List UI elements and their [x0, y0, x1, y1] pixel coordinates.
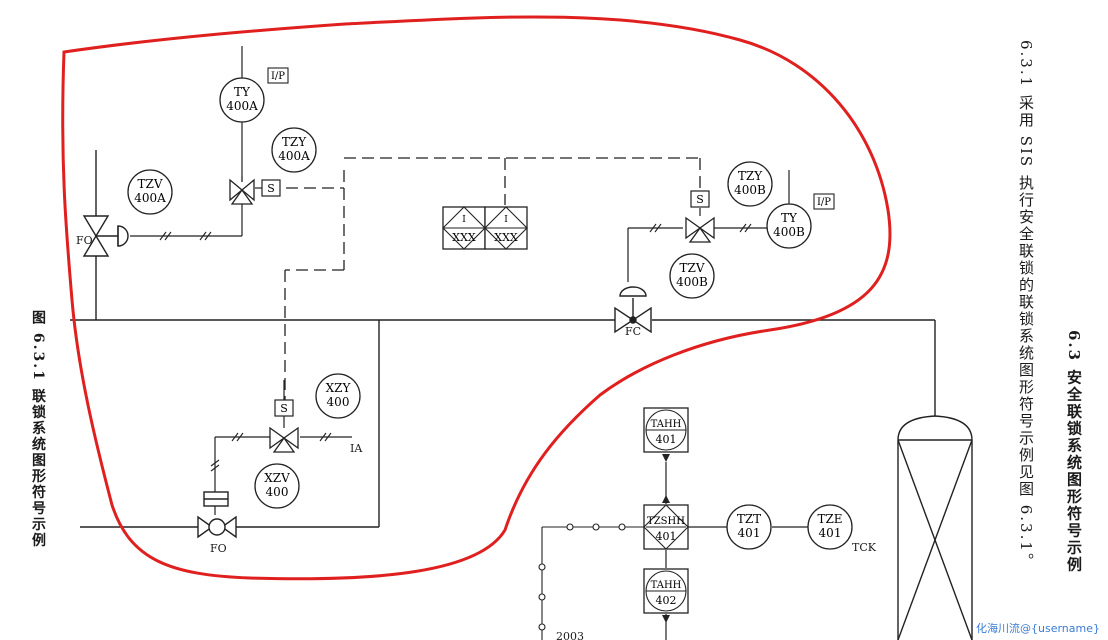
svg-text:400A: 400A — [134, 191, 166, 205]
svg-text:TAHH: TAHH — [651, 580, 682, 591]
svg-text:XXX: XXX — [452, 231, 476, 244]
clause-text: 6.3.1 采用 SIS 执行安全联锁的联锁系统图形符号示例见图 6.3.1。 — [1017, 40, 1035, 570]
svg-text:TZE: TZE — [817, 512, 842, 526]
solenoid-c: S — [274, 399, 294, 417]
svg-text:400A: 400A — [278, 149, 310, 163]
svg-text:TZSHH: TZSHH — [647, 516, 685, 527]
svg-text:S: S — [280, 402, 288, 415]
thermocouple-label: TCK — [852, 541, 877, 554]
svg-text:TY: TY — [234, 85, 251, 99]
valve-3way-b — [685, 216, 715, 243]
signal-lines — [130, 46, 808, 640]
comm-link — [538, 523, 645, 640]
svg-text:401: 401 — [656, 433, 677, 446]
valve-3way-a — [229, 176, 255, 205]
svg-text:I/P: I/P — [817, 197, 831, 208]
fail-open-label-a: FO — [76, 234, 93, 247]
instrument-tzv400a: TZV 400A — [127, 169, 173, 215]
pneumatic-hatch — [159, 223, 752, 472]
svg-text:402: 402 — [656, 594, 677, 607]
data-links — [284, 157, 701, 400]
figure-caption: 图 6.3.1 联锁系统图形符号示例 — [30, 310, 46, 549]
solenoid-a: S — [261, 179, 281, 197]
svg-text:TZV: TZV — [679, 261, 704, 275]
vessel — [897, 415, 973, 640]
process-lines — [70, 150, 936, 528]
ip-converter-a: I/P — [267, 67, 289, 84]
valve-tzv400b — [614, 286, 652, 334]
svg-text:400A: 400A — [226, 99, 258, 113]
valve-tzv400a — [82, 215, 129, 257]
svg-text:S: S — [696, 193, 704, 206]
svg-text:TY: TY — [781, 211, 798, 225]
instrument-tzy400a: TZY 400A — [271, 127, 317, 173]
svg-text:XXX: XXX — [494, 231, 518, 244]
svg-text:401: 401 — [656, 530, 677, 543]
instrument-xzv400: XZV 400 — [254, 463, 300, 509]
solenoid-b: S — [690, 190, 710, 208]
alarm-tahh401: TAHH 401 — [643, 407, 689, 462]
svg-text:400: 400 — [266, 485, 289, 499]
highlight-outline — [61, 15, 892, 581]
svg-text:S: S — [267, 182, 275, 195]
svg-text:TZT: TZT — [737, 512, 761, 526]
section-title: 6.3 安全联锁系统图形符号示例 — [1065, 330, 1083, 574]
valve-xzv400 — [197, 491, 237, 539]
instrument-tzt401: TZT 401 — [726, 504, 772, 550]
valve-3way-c — [269, 426, 299, 453]
instrument-tzv400b: TZV 400B — [669, 253, 715, 299]
svg-text:TZY: TZY — [738, 169, 763, 183]
svg-text:XZY: XZY — [326, 381, 352, 395]
instrument-xzy400: XZY 400 — [315, 373, 361, 419]
instrument-ty400b: TY 400B — [766, 203, 812, 249]
instrument-air-label: IA — [350, 442, 363, 455]
alarm-tahh402: TAHH 402 — [643, 568, 689, 623]
ip-converter-b: I/P — [813, 193, 835, 210]
svg-text:400B: 400B — [734, 183, 766, 197]
svg-text:400B: 400B — [773, 225, 805, 239]
logic-block-2: I XXX — [484, 206, 528, 250]
svg-text:TAHH: TAHH — [651, 419, 682, 430]
svg-text:XZV: XZV — [264, 471, 290, 485]
svg-text:I/P: I/P — [271, 71, 285, 82]
svg-text:401: 401 — [738, 526, 761, 540]
alarm-tzshh401: TZSHH 401 — [643, 495, 689, 550]
fail-open-label-c: FO — [210, 542, 227, 555]
svg-text:400: 400 — [327, 395, 350, 409]
small-labels: FO FC FO IA TCK 2003 — [76, 234, 877, 640]
svg-text:TZV: TZV — [137, 177, 162, 191]
instrument-tzy400b: TZY 400B — [727, 161, 773, 207]
svg-text:I: I — [462, 215, 466, 225]
svg-text:400B: 400B — [676, 275, 708, 289]
fail-close-label-b: FC — [625, 325, 641, 338]
logic-block-1: I XXX — [442, 206, 486, 250]
svg-text:401: 401 — [819, 526, 842, 540]
svg-text:TZY: TZY — [282, 135, 307, 149]
watermark: 化海川流@{username} — [976, 622, 1100, 635]
reference-label: 2003 — [556, 630, 584, 640]
instrument-tze401: TZE 401 — [807, 504, 853, 550]
svg-text:I: I — [504, 215, 508, 225]
instrument-ty400a: TY 400A — [219, 77, 265, 123]
